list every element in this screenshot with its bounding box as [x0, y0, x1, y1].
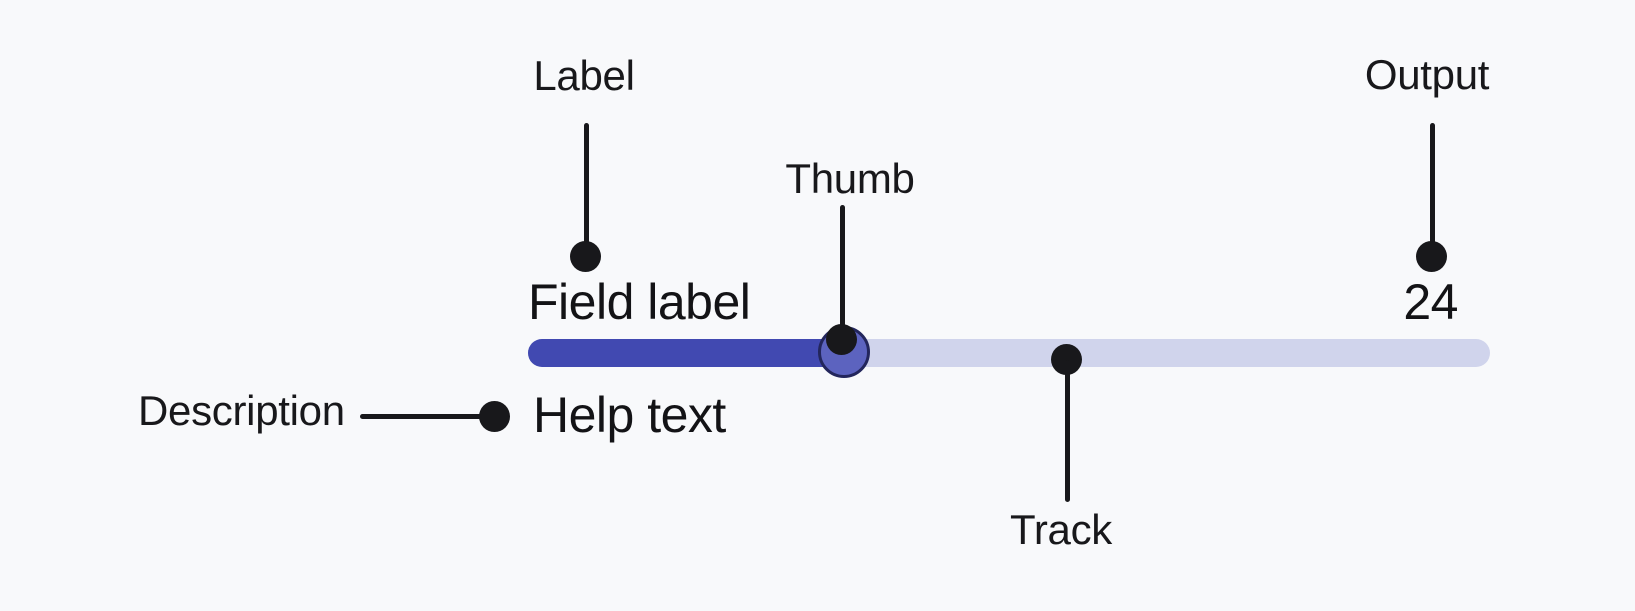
annotation-track-text: Track — [1010, 506, 1112, 553]
annotation-output-text: Output — [1364, 51, 1490, 98]
slider-track-fill — [528, 339, 846, 367]
annotation-thumb-line — [840, 205, 845, 340]
annotation-label-text: Label — [533, 52, 635, 99]
annotation-description-text: Description — [138, 387, 345, 434]
output-value: 24 — [1403, 274, 1458, 330]
annotation-track-line — [1065, 360, 1070, 502]
field-label: Field label — [528, 274, 751, 330]
annotation-output-dot-icon — [1416, 241, 1447, 272]
slider-track[interactable] — [528, 339, 1490, 367]
annotation-label-dot-icon — [570, 241, 601, 272]
annotation-thumb-text: Thumb — [785, 155, 915, 202]
annotation-description-line — [360, 414, 482, 419]
annotation-label-line — [584, 123, 589, 257]
annotation-output-line — [1430, 123, 1435, 257]
annotation-description-dot-icon — [479, 401, 510, 432]
help-text: Help text — [533, 387, 726, 443]
annotation-thumb-dot-icon — [826, 324, 857, 355]
